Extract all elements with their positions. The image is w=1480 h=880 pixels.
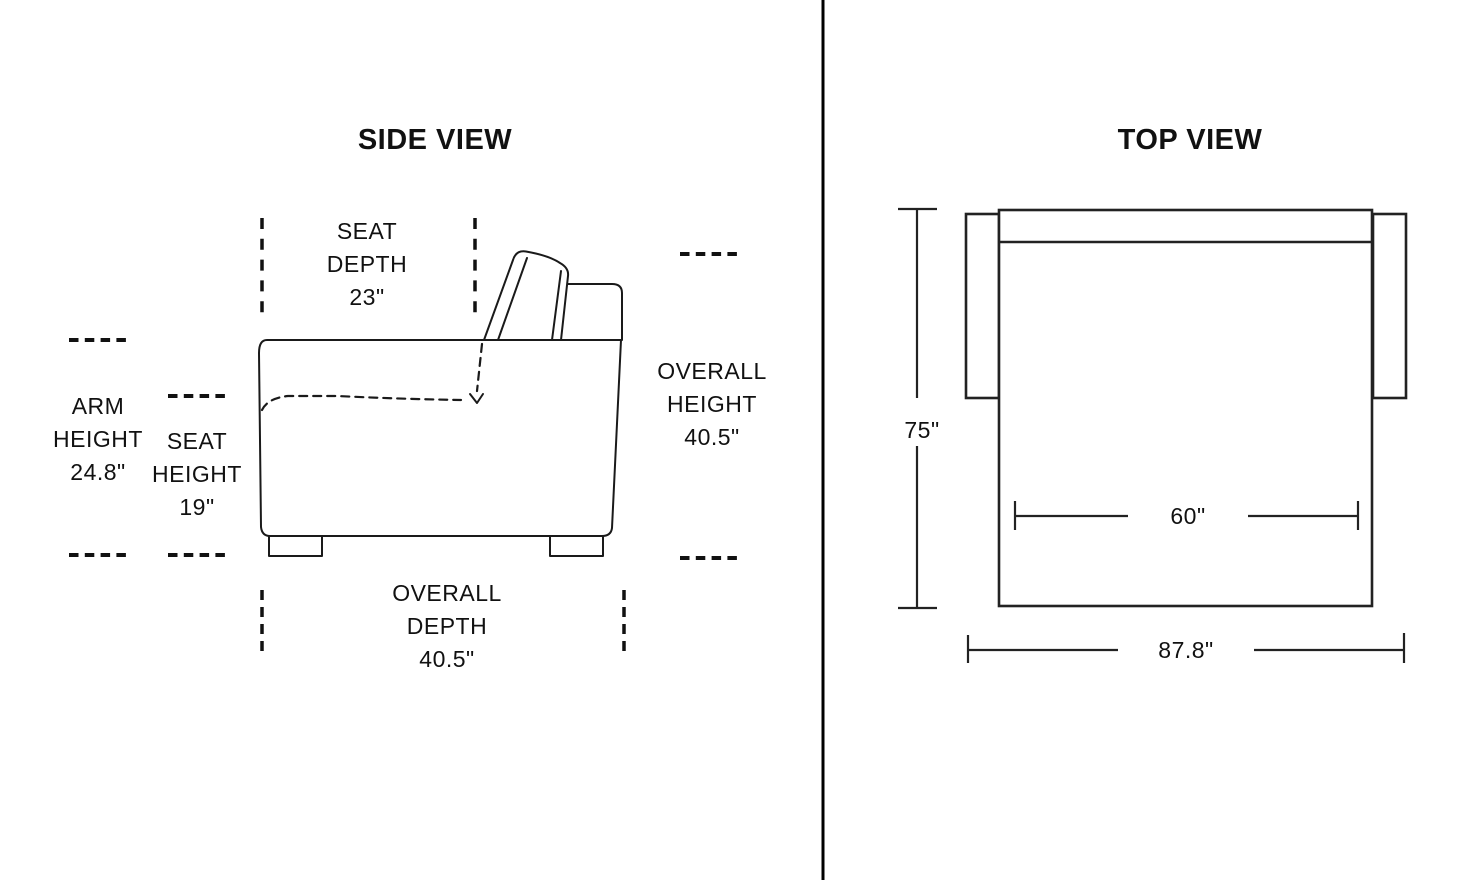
seat-depth-label: SEAT DEPTH 23" (326, 218, 408, 310)
seat-arrowhead (469, 393, 484, 404)
seat-width-dimension-label: 60" (1138, 503, 1238, 529)
sofa-foot-left (268, 535, 323, 557)
side-view-drawing (258, 250, 623, 557)
overall-depth-label: OVERALL DEPTH 40.5" (392, 580, 502, 672)
depth-dimension-label: 75" (877, 417, 967, 443)
cushion-piping-left (497, 257, 528, 341)
cushion-piping-right (551, 270, 562, 341)
overall-width-dimension-label: 87.8" (1126, 637, 1246, 663)
sofa-back-cushion (483, 250, 570, 341)
top-view-title: TOP VIEW (1117, 124, 1263, 156)
top-view-arm-left (964, 212, 1001, 400)
sofa-foot-right (549, 535, 604, 557)
seat-height-label: SEAT HEIGHT 19" (152, 428, 242, 520)
top-view-body (997, 208, 1374, 608)
arm-height-label: ARM HEIGHT 24.8" (53, 393, 143, 485)
seat-dashed-line (260, 394, 463, 412)
side-view-title: SIDE VIEW (357, 124, 513, 156)
seat-dashed-drop (475, 342, 484, 393)
side-view-guides (69, 218, 738, 651)
top-view-drawing (964, 208, 1408, 608)
sofa-back-frame (566, 283, 623, 341)
overall-height-label: OVERALL HEIGHT 40.5" (657, 358, 767, 450)
top-view-arm-right (1371, 212, 1408, 400)
top-view-dimensions (898, 207, 1406, 663)
sofa-body (258, 339, 622, 537)
